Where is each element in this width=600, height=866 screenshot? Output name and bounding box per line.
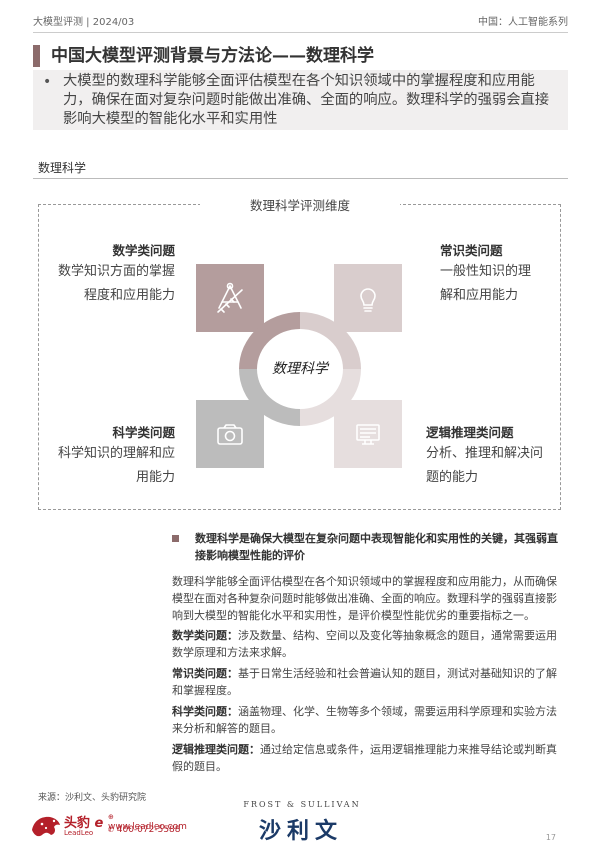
logic-heading: 逻辑推理类问题	[426, 425, 514, 440]
science-tile	[196, 400, 264, 468]
section-divider	[33, 178, 568, 179]
logo-subtitle: LeadLeo	[64, 829, 94, 837]
logo-name: 头豹 e	[64, 816, 104, 831]
monitor-icon	[356, 424, 380, 445]
science-paragraph: 科学类问题：涵盖物理、化学、生物等多个领域，需要运用科学原理和实验方法来分析和解…	[172, 703, 562, 737]
summary-box: • 大模型的数理科学能够全面评估模型在各个知识领域中的掌握程度和应用能力，确保在…	[33, 70, 568, 130]
logo-website[interactable]: ⊕ www.leadleo.com	[108, 813, 187, 832]
center-ring	[239, 312, 361, 426]
logic-paragraph: 逻辑推理类问题：通过给定信息或条件，运用逻辑推理能力来推导结论或判断真假的题目。	[172, 741, 562, 775]
title-accent	[33, 45, 40, 67]
header-series: 中国：人工智能系列	[478, 17, 568, 28]
science-desc-line2: 用能力	[135, 470, 175, 485]
source-note: 来源：沙利文、头豹研究院	[38, 793, 147, 803]
key-point-bullet	[172, 535, 179, 542]
logic-text: 通过给定信息或条件，运用逻辑推理能力来推导结论或判断真假的题目。	[172, 743, 557, 773]
science-desc-line1: 科学知识的理解和应	[57, 446, 175, 461]
math-desc-line2: 程度和应用能力	[83, 288, 175, 303]
common-desc-line1: 一般性知识的理	[440, 264, 532, 279]
science-term: 科学类问题：	[172, 705, 238, 718]
math-term: 数学类问题：	[172, 629, 238, 642]
frost-sullivan-wordmark: FROST & SULLIVAN	[243, 800, 361, 809]
common-paragraph: 常识类问题：基于日常生活经验和社会普遍认知的题目，测试对基础知识的了解和掌握程度…	[172, 665, 562, 699]
logic-desc-line2: 题的能力	[426, 470, 479, 485]
leopard-icon	[32, 816, 60, 837]
math-desc-line1: 数学知识方面的掌握	[57, 264, 175, 279]
common-desc-line2: 解和应用能力	[440, 288, 519, 303]
diagram-title: 数理科学评测维度	[200, 195, 400, 214]
common-tile	[334, 264, 402, 332]
logic-term: 逻辑推理类问题：	[172, 743, 260, 756]
lightbulb-icon	[360, 288, 376, 312]
logo-phone: ✆ 400-072-5588	[108, 825, 181, 835]
logic-tile	[334, 400, 402, 468]
common-term: 常识类问题：	[172, 667, 238, 680]
section-label: 数理科学	[38, 161, 87, 175]
header-report-name: 大模型评测 | 2024/03	[33, 17, 135, 28]
science-heading: 科学类问题	[112, 425, 175, 440]
intro-paragraph: 数理科学能够全面评估模型在各个知识领域中的掌握程度和应用能力，从而确保模型在面对…	[172, 575, 557, 622]
math-text: 涉及数量、结构、空间以及变化等抽象概念的题目，通常需要运用数学原理和方法来求解。	[172, 629, 557, 659]
leadleo-logo[interactable]: 头豹 e LeadLeo ⊕ www.leadleo.com ✆ 400-072…	[30, 808, 190, 844]
key-point-text: 数理科学是确保大模型在复杂问题中表现智能化和实用性的关键，其强弱直接影响模型性能…	[195, 532, 558, 562]
math-tile	[196, 264, 264, 332]
math-paragraph: 数学类问题：涉及数量、结构、空间以及变化等抽象概念的题目，通常需要运用数学原理和…	[172, 627, 562, 661]
compass-ruler-icon	[217, 282, 243, 313]
page-title: 中国大模型评测背景与方法论——数理科学	[51, 46, 374, 66]
summary-text: 大模型的数理科学能够全面评估模型在各个知识领域中的掌握程度和应用能力，确保在面对…	[63, 73, 550, 127]
page-title-bar: 中国大模型评测背景与方法论——数理科学	[33, 45, 568, 67]
common-text: 基于日常生活经验和社会普遍认知的题目，测试对基础知识的了解和掌握程度。	[172, 667, 557, 697]
frost-sullivan-cn-logo: 沙利文	[258, 819, 343, 844]
logic-desc-line1: 分析、推理和解决问	[426, 446, 544, 461]
camera-icon	[217, 424, 243, 445]
summary-bullet: •	[43, 74, 52, 90]
science-text: 涵盖物理、化学、生物等多个领域，需要运用科学原理和实验方法来分析和解答的题目。	[172, 705, 557, 735]
header-divider	[33, 32, 568, 33]
science-description: 科学知识的理解和应 用能力	[40, 442, 175, 490]
logic-description: 分析、推理和解决问 题的能力	[426, 442, 556, 490]
common-description: 一般性知识的理 解和应用能力	[440, 260, 555, 308]
page-number: 17	[545, 833, 556, 842]
page-header: 大模型评测 | 2024/03 中国：人工智能系列	[0, 0, 600, 42]
math-description: 数学知识方面的掌握 程度和应用能力	[40, 260, 175, 308]
math-heading: 数学类问题	[112, 243, 175, 258]
common-heading: 常识类问题	[440, 243, 503, 258]
diagram-center-label: 数理科学	[272, 361, 328, 377]
